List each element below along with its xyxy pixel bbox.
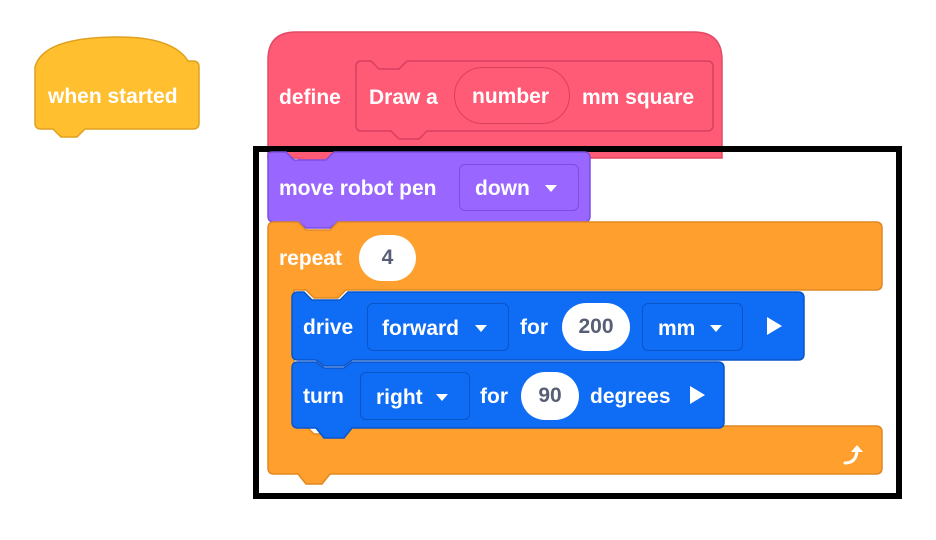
turn-angle-value: 90 [538, 384, 562, 407]
drive-unit-value: mm [658, 317, 696, 340]
drive-direction-dropdown[interactable]: forward [367, 303, 509, 351]
loop-arrow-icon [843, 445, 863, 465]
chevron-down-icon [710, 325, 722, 332]
pen-state-value: down [475, 177, 530, 200]
chevron-down-icon [436, 394, 448, 401]
chevron-down-icon [475, 325, 487, 332]
drive-distance-value: 200 [578, 315, 614, 338]
turn-unit-label: degrees [590, 385, 671, 408]
chevron-down-icon [545, 185, 557, 192]
define-keyword: define [279, 86, 341, 109]
drive-unit-dropdown[interactable]: mm [642, 303, 743, 351]
repeat-count-input[interactable]: 4 [359, 235, 416, 281]
turn-angle-input[interactable]: 90 [521, 372, 579, 420]
turn-label: turn [303, 385, 344, 408]
pen-state-dropdown[interactable]: down [459, 164, 579, 211]
turn-for-label: for [480, 385, 508, 408]
hat-label: when started [48, 85, 178, 108]
turn-direction-value: right [376, 386, 423, 409]
drive-for-label: for [520, 316, 548, 339]
drive-label: drive [303, 316, 354, 339]
run-block-icon[interactable] [767, 317, 782, 335]
drive-direction-value: forward [382, 317, 460, 340]
repeat-label: repeat [279, 247, 343, 270]
run-block-icon[interactable] [690, 386, 705, 404]
pen-label: move robot pen [279, 177, 437, 200]
turn-direction-dropdown[interactable]: right [360, 372, 470, 420]
prototype-prefix: Draw a [369, 86, 438, 109]
prototype-suffix: mm square [582, 86, 695, 109]
param-number-pill[interactable]: number [454, 67, 570, 124]
drive-distance-input[interactable]: 200 [562, 303, 630, 351]
repeat-count-value: 4 [381, 246, 394, 269]
selection-frame [253, 146, 902, 499]
param-label: number [472, 85, 550, 108]
